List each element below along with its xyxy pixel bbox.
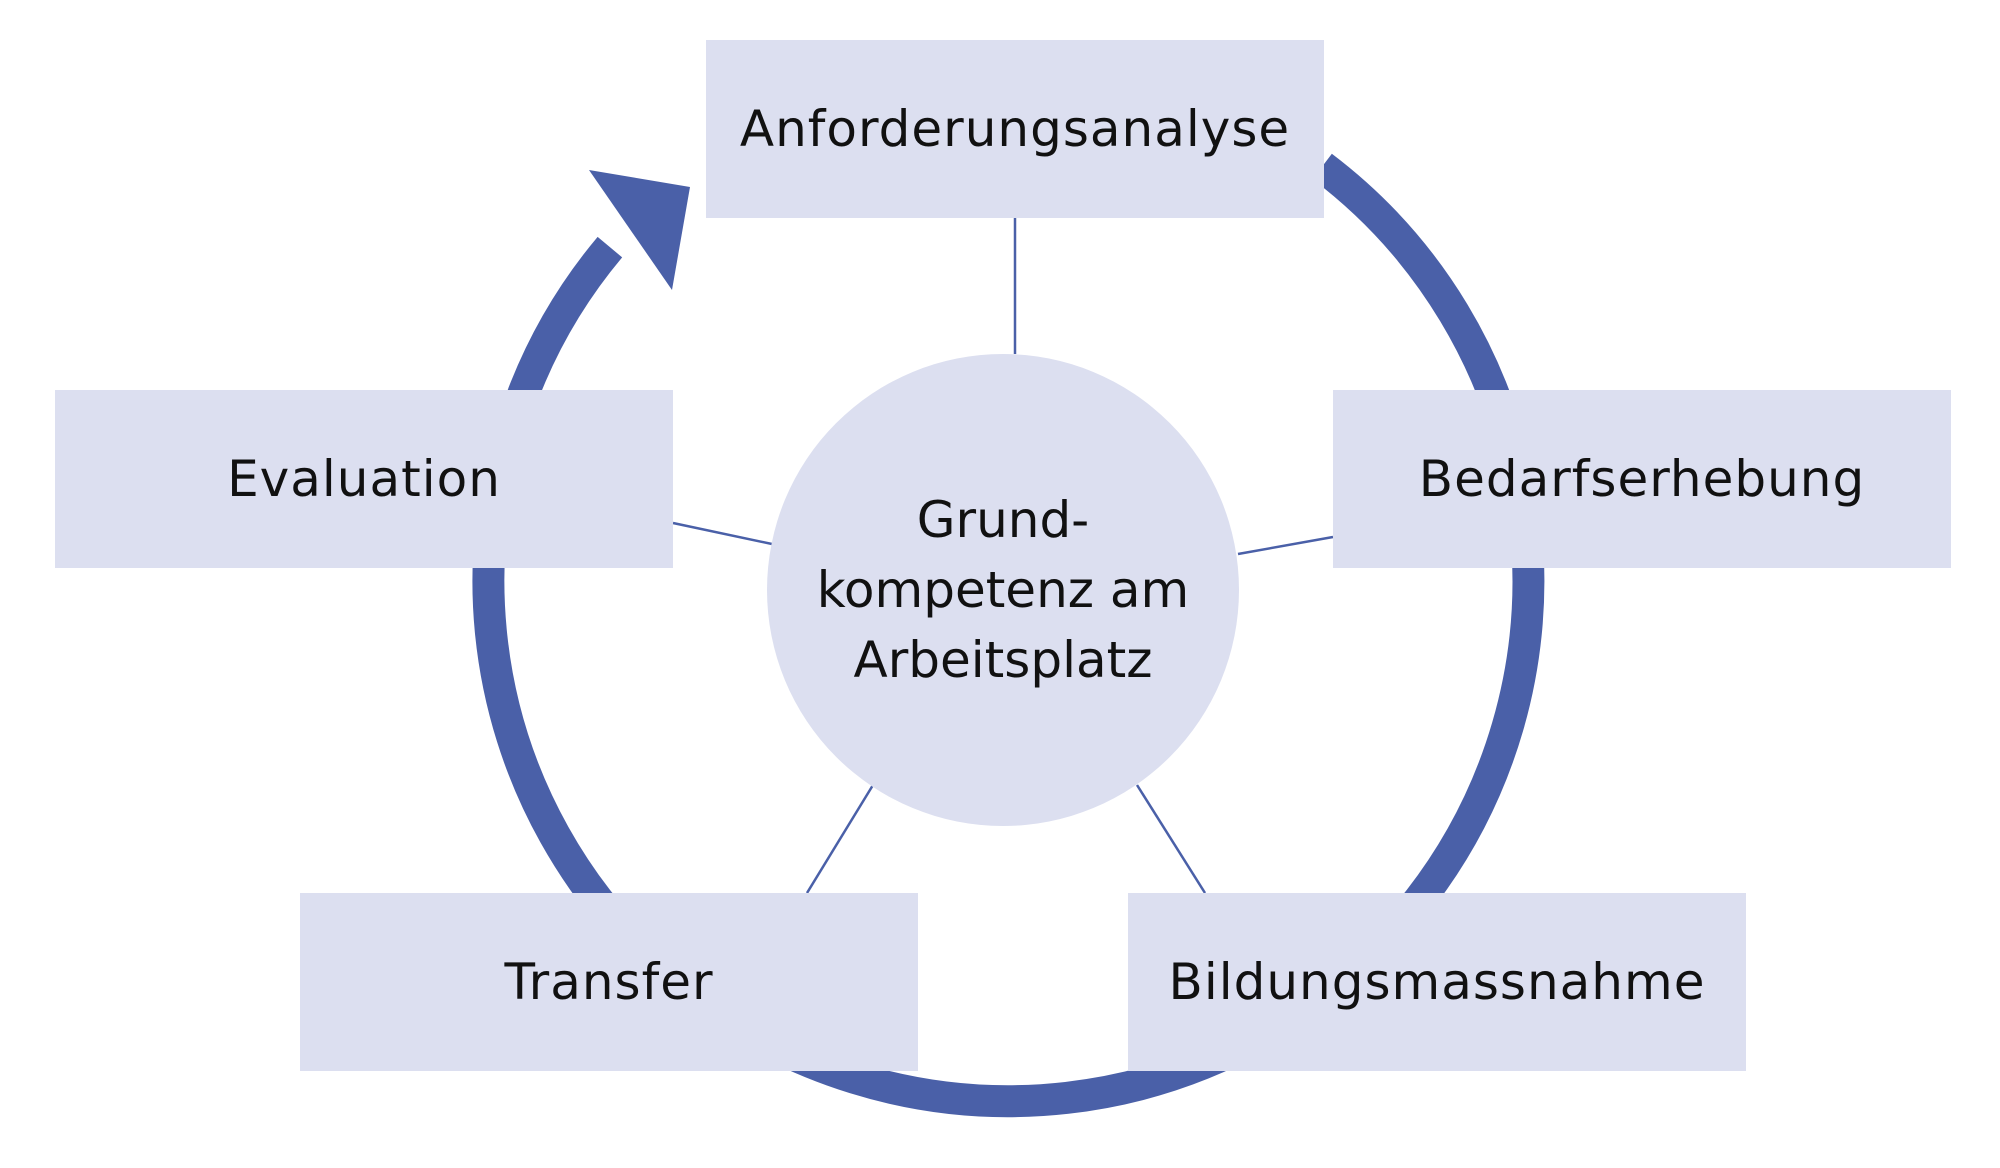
step-bildungsmassnahme: Bildungsmassnahme bbox=[1128, 893, 1746, 1071]
connector-transfer bbox=[805, 784, 875, 894]
step-label: Anforderungsanalyse bbox=[739, 100, 1291, 158]
center-label-line1: Grund- bbox=[916, 491, 1090, 549]
step-evaluation: Evaluation bbox=[55, 390, 673, 568]
step-label: Transfer bbox=[504, 953, 714, 1011]
center-label-line3: Arbeitsplatz bbox=[853, 631, 1153, 689]
step-transfer: Transfer bbox=[300, 893, 918, 1071]
connector-evaluation bbox=[672, 521, 773, 546]
connector-bedarf bbox=[1237, 535, 1334, 556]
cycle-arrowhead-icon bbox=[589, 170, 690, 290]
step-label: Bedarfserhebung bbox=[1418, 450, 1866, 508]
step-bedarfserhebung: Bedarfserhebung bbox=[1333, 390, 1951, 568]
center-label-line2: kompetenz am bbox=[816, 561, 1190, 619]
center-node: Grund- kompetenz am Arbeitsplatz bbox=[767, 354, 1239, 826]
step-anforderungsanalyse: Anforderungsanalyse bbox=[706, 40, 1324, 218]
step-label: Bildungsmassnahme bbox=[1168, 953, 1706, 1011]
connector-bildung bbox=[1135, 784, 1207, 894]
step-label: Evaluation bbox=[227, 450, 501, 508]
